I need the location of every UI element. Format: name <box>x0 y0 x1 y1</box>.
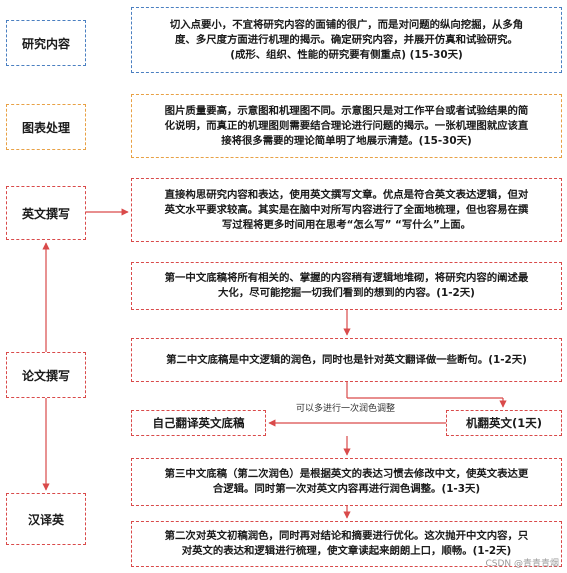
note-final-polish-line: 第二次对英文初稿润色，同时再对结论和摘要进行优化。这次抛开中文内容，只 <box>164 530 529 542</box>
note-figures-line: 图片质量要高，示意图和机理图不同。示意图只是对工作平台或者试验结果的简 <box>164 104 529 117</box>
note-second-draft: 第二中文底稿是中文逻辑的润色，同时也是针对英文翻译做一些断句。(1-2天) <box>131 338 562 382</box>
stage-figures-label: 图表处理 <box>21 120 70 135</box>
node-machine-translate-label: 机翻英文(1天) <box>465 416 542 430</box>
note-research: 切入点要小，不宜将研究内容的面铺的很广，而是对问题的纵向挖掘，从多角 度、多尺度… <box>131 7 562 73</box>
note-research-line: 切入点要小，不宜将研究内容的面铺的很广，而是对问题的纵向挖掘，从多角 <box>169 18 524 31</box>
stage-paper-writing-label: 论文撰写 <box>21 368 70 383</box>
note-third-draft-line: 合逻辑。同时第一次对英文内容再进行润色调整。(1-3天) <box>212 483 481 495</box>
stage-research: 研究内容 <box>6 20 86 66</box>
note-direct-english-line: 写过程将更多时间用在思考“怎么写” “写什么”上面。 <box>221 218 472 231</box>
loop-edge-label: 可以多进行一次润色调整 <box>296 404 396 414</box>
watermark: CSDN @青青青烟 <box>485 559 559 569</box>
note-final-polish-line: 对英文的表达和逻辑进行梳理，使文章读起来朗朗上口，顺畅。(1-2天) <box>181 545 512 557</box>
node-self-translate-label: 自己翻译英文底稿 <box>152 416 245 430</box>
note-research-line: (成形、组织、性能的研究要有侧重点) (15-30天) <box>230 48 463 61</box>
note-third-draft: 第三中文底稿（第二次润色）是根据英文的表达习惯去修改中文，使英文表达更 合逻辑。… <box>131 458 562 506</box>
note-direct-english: 直接构思研究内容和表达，使用英文撰写文章。优点是符合英文表达逻辑，但对 英文水平… <box>131 178 562 242</box>
stage-chinese-to-english-label: 汉译英 <box>27 512 64 527</box>
note-first-draft-line: 第一中文底稿将所有相关的、掌握的内容稍有逻辑地堆砌，将研究内容的阐述最 <box>164 272 529 284</box>
node-machine-translate: 机翻英文(1天) <box>446 410 562 436</box>
note-figures-line: 化说明，而真正的机理图则需要结合理论进行问题的揭示。一张机理图就应该直 <box>164 119 529 132</box>
note-second-draft-line: 第二中文底稿是中文逻辑的润色，同时也是针对英文翻译做一些断句。(1-2天) <box>166 353 527 366</box>
stage-english-writing-label: 英文撰写 <box>21 206 70 221</box>
note-direct-english-line: 英文水平要求较高。其实是在脑中对所写内容进行了全面地梳理，但也容易在撰 <box>164 203 529 216</box>
note-research-line: 度、多尺度方面进行机理的揭示。确定研究内容，并展开仿真和试验研究。 <box>175 33 518 46</box>
note-first-draft: 第一中文底稿将所有相关的、掌握的内容稍有逻辑地堆砌，将研究内容的阐述最 大化，尽… <box>131 262 562 310</box>
stage-paper-writing: 论文撰写 <box>6 352 86 398</box>
stage-figures: 图表处理 <box>6 104 86 150</box>
note-first-draft-line: 大化，尽可能挖掘一切我们看到的想到的内容。(1-2天) <box>218 287 475 299</box>
stage-chinese-to-english: 汉译英 <box>6 493 86 545</box>
note-figures: 图片质量要高，示意图和机理图不同。示意图只是对工作平台或者试验结果的简 化说明，… <box>131 94 562 158</box>
note-third-draft-line: 第三中文底稿（第二次润色）是根据英文的表达习惯去修改中文，使英文表达更 <box>164 468 529 480</box>
stage-english-writing: 英文撰写 <box>6 186 86 240</box>
node-self-translate: 自己翻译英文底稿 <box>131 410 266 436</box>
note-direct-english-line: 直接构思研究内容和表达，使用英文撰写文章。优点是符合英文表达逻辑，但对 <box>164 188 529 201</box>
note-final-polish: 第二次对英文初稿润色，同时再对结论和摘要进行优化。这次抛开中文内容，只 对英文的… <box>131 521 562 567</box>
note-figures-line: 接将很多需要的理论简单明了地展示清楚。(15-30天) <box>221 134 472 147</box>
stage-research-label: 研究内容 <box>21 36 70 51</box>
